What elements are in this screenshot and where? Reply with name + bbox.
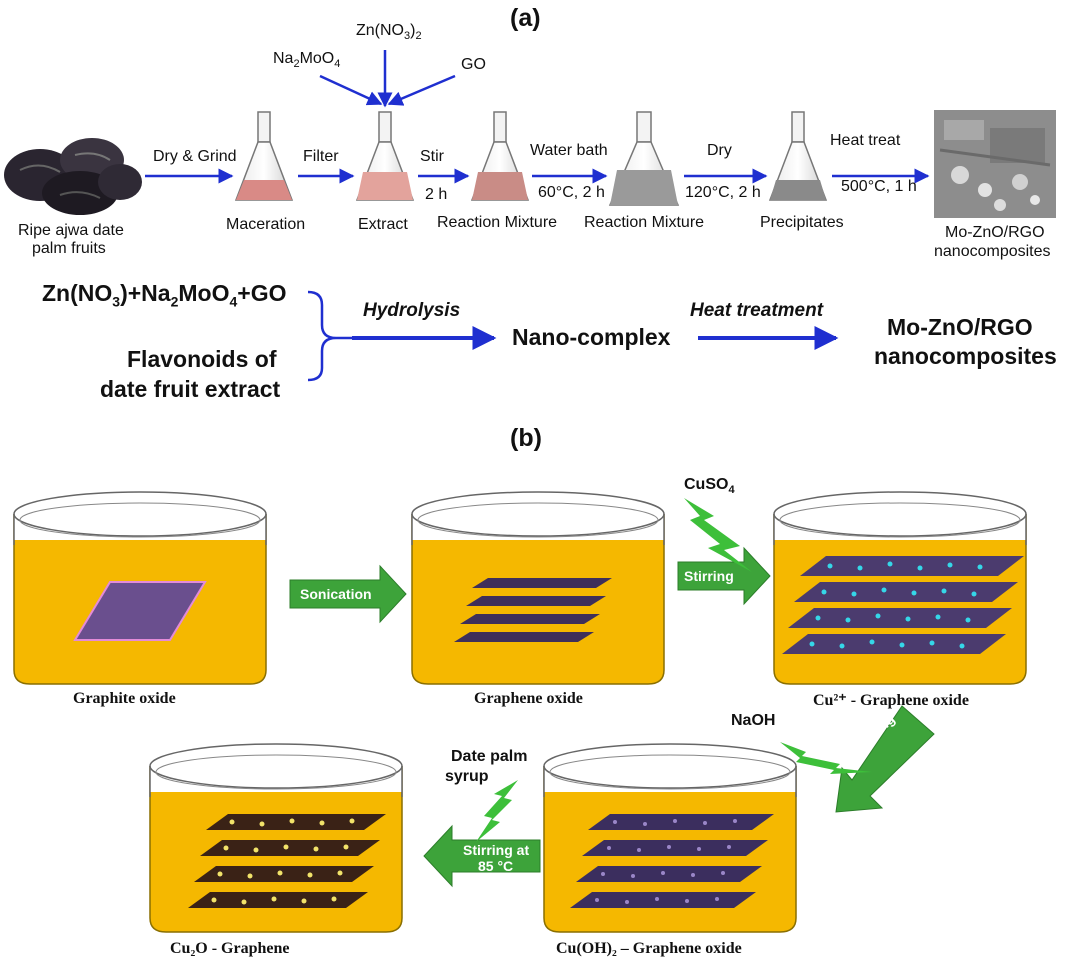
label-nano-complex: Nano-complex [512,324,671,350]
panel-b-label: (b) [510,424,542,452]
flask-extract [355,111,415,201]
label-reaction-mixture-2: Reaction Mixture [584,214,705,231]
naoh-lightning-icon [780,742,872,774]
cuso4-lightning-icon [684,498,752,572]
label-maceration: Maceration [226,216,306,233]
arrow-stirring-85 [423,824,541,888]
label-dry-cond: 120°C, 2 h [685,184,761,201]
label-precipitates: Precipitates [760,214,844,231]
label-heat-treat: Heat treat [830,132,901,149]
arrow-stirring-1 [677,546,771,606]
label-reaction-mixture-1: Reaction Mixture [437,214,558,231]
reagent-sodium-molybdate: Na2MoO4 [273,50,341,71]
reagent-syrup-line1: Date palm [451,748,528,765]
label-product-line2: nanocomposites [934,243,1051,260]
equation-reactants: Zn(NO3)+Na2MoO4+GO [42,280,287,310]
flask-precipitates [768,111,828,201]
beaker-graphite-oxide [13,491,267,685]
reagent-zn-nitrate: Zn(NO3)2 [356,22,422,43]
sem-micrograph-image [934,110,1056,218]
label-cu2o-graphene: Cu₂O - Graphene [170,940,290,957]
reagent-cuso4: CuSO4 [684,476,735,497]
label-heat-treatment: Heat treatment [690,300,824,321]
reagent-naoh: NaOH [731,712,776,729]
label-fruit-line1: Ripe ajwa date [18,222,124,239]
label-water-bath: Water bath [530,142,608,159]
arrow-label-stirring85-line1: Stirring at [463,842,530,858]
equation-flavonoids-line2: date fruit extract [100,376,281,402]
label-dry-grind: Dry & Grind [153,148,237,165]
beaker-cuoh-graphene-oxide [543,743,797,933]
label-graphite-oxide: Graphite oxide [73,690,176,707]
flask-maceration [234,111,294,201]
arrow-mo-reagent [319,74,383,106]
date-fruits-image [4,138,142,215]
label-hydrolysis: Hydrolysis [363,300,461,321]
reagent-go: GO [461,56,486,73]
panel-a-label: (a) [510,4,541,32]
equation-product-line2: nanocomposites [874,343,1057,369]
label-product-line1: Mo-ZnO/RGO [945,224,1045,241]
label-stir: Stir [420,148,444,165]
label-graphene-oxide: Graphene oxide [474,690,583,707]
label-heat-cond: 500°C, 1 h [841,178,917,195]
arrow-label-stirring85-line2: 85 °C [478,858,514,874]
syrup-lightning-icon [476,780,518,842]
equation-flavonoids-line1: Flavonoids of [127,346,277,372]
beaker-cu-graphene-oxide [773,491,1027,685]
arrow-label-stirring-1: Stirring [684,568,734,584]
label-cuoh-graphene-oxide: Cu(OH)₂ – Graphene oxide [556,940,742,957]
label-filter: Filter [303,148,339,165]
flask-reaction-mixture-2 [608,111,680,206]
label-dry: Dry [707,142,732,159]
equation-product-line1: Mo-ZnO/RGO [887,314,1033,340]
label-water-bath-cond: 60°C, 2 h [538,184,605,201]
reagent-syrup-line2: syrup [445,768,489,785]
arrow-stirring-2 [835,705,935,813]
beaker-graphene-oxide [411,491,665,685]
arrow-sonication [289,564,407,624]
flask-reaction-mixture-1 [470,111,530,201]
label-stir-time: 2 h [425,186,448,203]
beaker-cu2o-graphene [149,743,403,933]
label-extract: Extract [358,216,408,233]
label-cu-graphene-oxide: Cu²⁺ - Graphene oxide [813,692,969,709]
arrow-label-sonication: Sonication [300,586,372,602]
label-fruit-line2: palm fruits [32,240,106,257]
equation-bracket [307,290,352,382]
arrow-go-reagent [387,74,456,106]
